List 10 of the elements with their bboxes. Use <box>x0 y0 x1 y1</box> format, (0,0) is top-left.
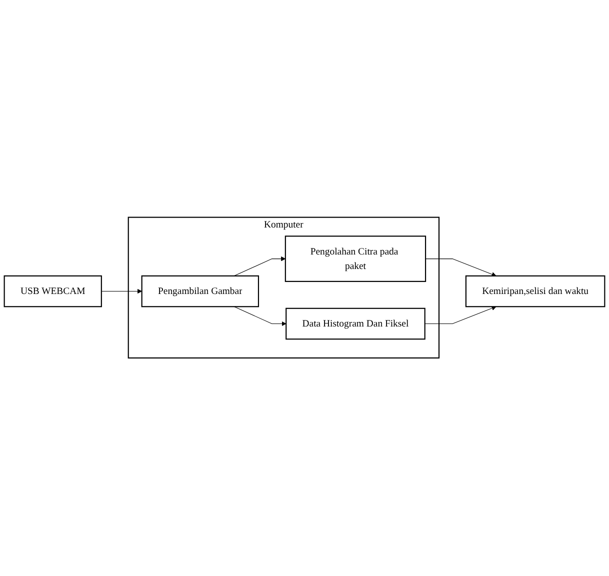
node-box: Pengolahan Citra pada paket <box>284 236 426 282</box>
arrow <box>425 258 496 277</box>
arrow <box>424 306 496 324</box>
node-box: Pengambilan Gambar <box>141 276 260 308</box>
arrow <box>101 289 142 294</box>
arrow <box>234 256 286 277</box>
node-box: Kemiripan,selisi dan waktu <box>465 276 606 308</box>
node-box: USB WEBCAM <box>4 276 102 308</box>
arrow <box>234 306 286 326</box>
node-box: Data Histogram Dan Fiksel <box>286 308 426 340</box>
